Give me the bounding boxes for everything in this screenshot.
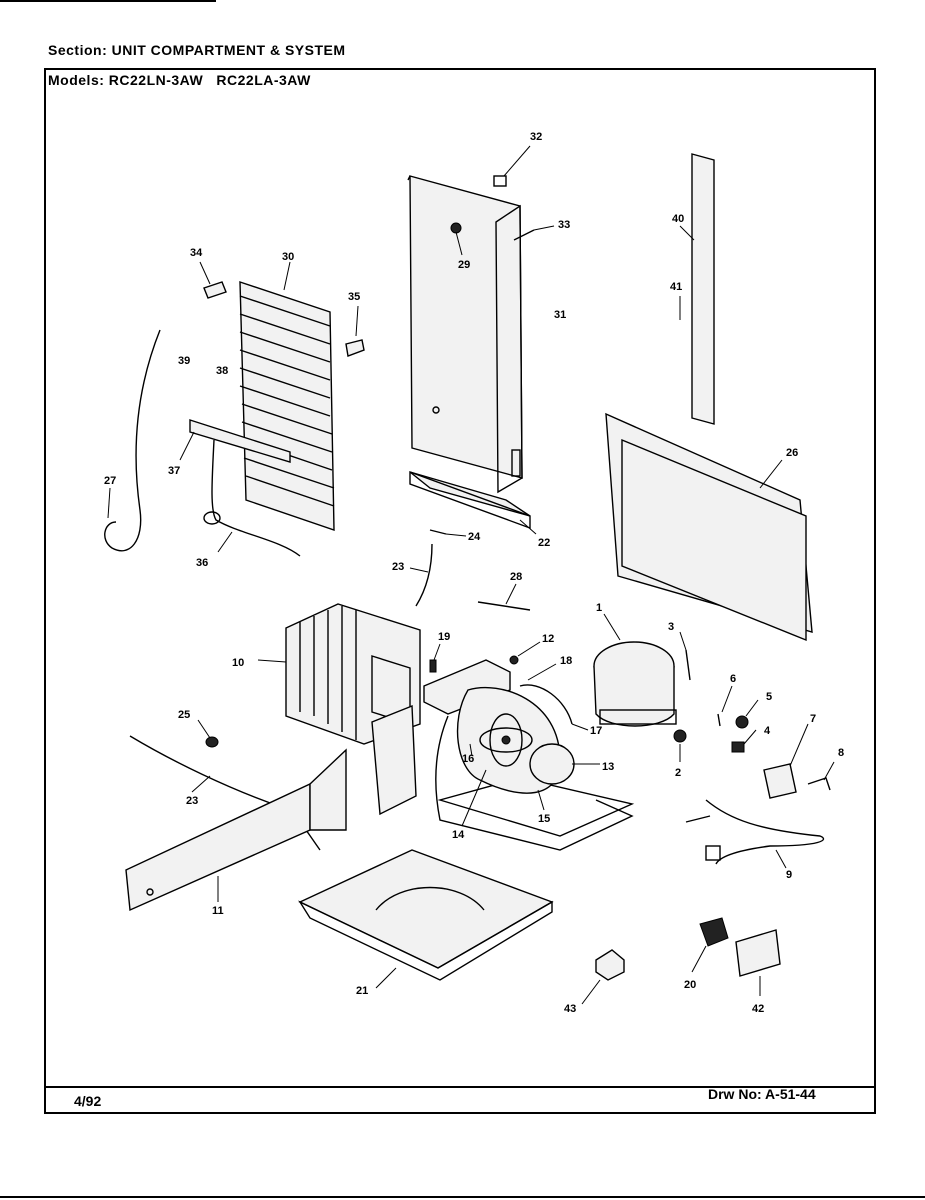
callout-22: 22 xyxy=(538,537,550,549)
callout-13: 13 xyxy=(602,761,614,773)
part-7-relay xyxy=(763,723,809,799)
part-14-fan-blade xyxy=(461,713,533,827)
part-1-compressor xyxy=(593,613,677,727)
callout-37: 37 xyxy=(168,465,180,477)
part-9-wire-harness xyxy=(685,799,825,869)
diagram-frame xyxy=(44,68,876,1114)
callout-16: 16 xyxy=(462,753,474,765)
part-36-tube xyxy=(203,439,301,557)
part-5 xyxy=(735,699,759,729)
callout-10: 10 xyxy=(232,657,244,669)
part-10-condenser xyxy=(257,603,421,745)
part-40-strip xyxy=(679,153,715,425)
callout-20: 20 xyxy=(684,979,696,991)
part-21-drain-pan xyxy=(298,849,554,989)
part-42-plate xyxy=(735,929,781,996)
part-34 xyxy=(199,261,227,299)
callout-24: 24 xyxy=(468,531,481,543)
callout-14: 14 xyxy=(452,829,465,841)
callout-40: 40 xyxy=(672,213,684,225)
part-31-back-panel xyxy=(407,175,523,494)
callout-39: 39 xyxy=(178,355,190,367)
part-10-bracket xyxy=(371,704,417,816)
part-4 xyxy=(731,729,757,753)
part-26-panel xyxy=(605,412,813,642)
drawing-number-value: A-51-44 xyxy=(765,1086,816,1102)
callout-28: 28 xyxy=(510,571,522,583)
part-22-trough xyxy=(409,470,537,535)
part-33-pin xyxy=(513,225,555,241)
part-27-cord xyxy=(104,329,161,552)
part-18-clamp xyxy=(519,663,589,731)
callout-17: 17 xyxy=(590,725,602,737)
callout-41: 41 xyxy=(670,281,682,293)
callout-26: 26 xyxy=(786,447,798,459)
callout-15: 15 xyxy=(538,813,550,825)
callout-8: 8 xyxy=(838,747,844,759)
callout-29: 29 xyxy=(458,259,470,271)
part-25 xyxy=(197,719,219,748)
callout-7: 7 xyxy=(810,713,816,725)
footer-rule xyxy=(44,1086,876,1088)
callout-43: 43 xyxy=(564,1003,576,1015)
callout-23-upper: 23 xyxy=(392,561,404,573)
part-20 xyxy=(691,917,729,973)
models-title: Models: RC22LN-3AW RC22LA-3AW xyxy=(48,72,311,88)
section-value: UNIT COMPARTMENT & SYSTEM xyxy=(111,42,346,58)
bottom-rule xyxy=(0,1196,925,1198)
part-35 xyxy=(345,305,365,357)
callout-36: 36 xyxy=(196,557,208,569)
revision-date: 4/92 xyxy=(74,1093,102,1109)
part-13-motor xyxy=(529,743,600,785)
callout-42: 42 xyxy=(752,1003,764,1015)
part-29-clip xyxy=(450,222,463,256)
part-11-rail xyxy=(125,748,347,912)
drawing-number-label: Drw No: xyxy=(708,1086,762,1102)
callout-25: 25 xyxy=(178,709,190,721)
callout-35: 35 xyxy=(348,291,360,303)
callout-1: 1 xyxy=(596,602,602,614)
part-8 xyxy=(807,761,835,791)
callout-11: 11 xyxy=(212,905,224,917)
callout-32: 32 xyxy=(530,131,542,143)
part-32-bracket xyxy=(493,145,531,187)
top-rule xyxy=(0,0,216,2)
callout-5: 5 xyxy=(766,691,772,703)
part-30-condenser-coil xyxy=(239,261,335,531)
callout-27: 27 xyxy=(104,475,116,487)
callout-30: 30 xyxy=(282,251,294,263)
callout-6: 6 xyxy=(730,673,736,685)
part-23-lower-cord xyxy=(129,735,321,851)
callout-18: 18 xyxy=(560,655,572,667)
callout-23-lower: 23 xyxy=(186,795,198,807)
part-12-screw xyxy=(509,641,541,665)
part-2-grommet xyxy=(673,729,687,762)
part-19 xyxy=(429,643,441,673)
callout-38: 38 xyxy=(216,365,228,377)
callout-4: 4 xyxy=(764,725,771,737)
section-label: Section: xyxy=(48,42,108,58)
callout-12: 12 xyxy=(542,633,554,645)
part-24 xyxy=(429,529,467,537)
callout-31: 31 xyxy=(554,309,566,321)
callout-21: 21 xyxy=(356,985,368,997)
drawing-number: Drw No: A-51-44 xyxy=(708,1086,816,1102)
callout-9: 9 xyxy=(786,869,792,881)
part-37-bracket xyxy=(179,419,291,463)
part-6 xyxy=(717,685,733,727)
callout-3: 3 xyxy=(668,621,674,633)
callout-2: 2 xyxy=(675,767,681,779)
callout-33: 33 xyxy=(558,219,570,231)
models-label: Models: xyxy=(48,72,105,88)
part-3-pin xyxy=(679,631,691,681)
part-43 xyxy=(581,949,625,1005)
section-title: Section: UNIT COMPARTMENT & SYSTEM xyxy=(48,42,346,58)
part-23-upper-tube xyxy=(409,543,433,607)
models-value: RC22LN-3AW RC22LA-3AW xyxy=(108,72,311,88)
part-28-rod xyxy=(477,583,531,611)
callout-19: 19 xyxy=(438,631,450,643)
callout-34: 34 xyxy=(190,247,203,259)
